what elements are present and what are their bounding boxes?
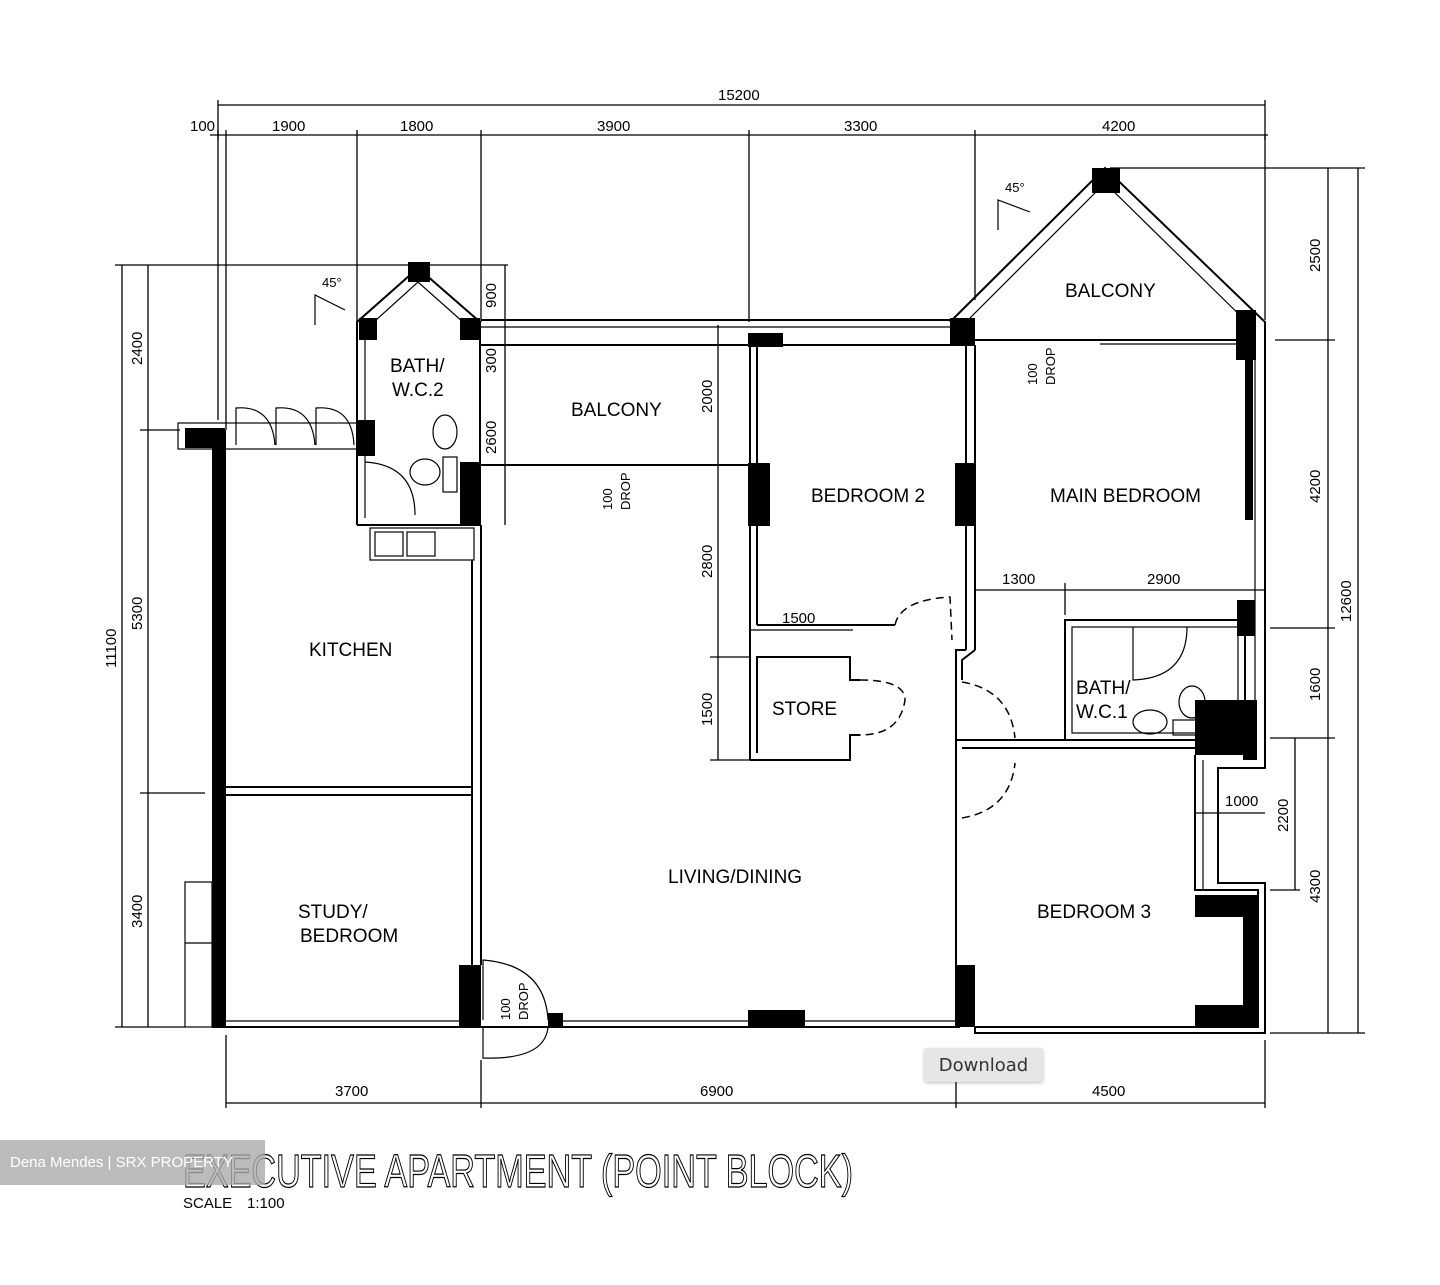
dimension-labels: 15200 100 1900 1800 3900 3300 4200 11100… — [103, 87, 1355, 1100]
dim-interior: 1500 — [699, 693, 716, 726]
dim-top: 3900 — [597, 118, 630, 135]
room-kitchen: KITCHEN — [309, 640, 392, 661]
dim-interior: 2000 — [699, 380, 716, 413]
drop-value: 100 — [600, 488, 615, 510]
dim-right: 4300 — [1307, 870, 1324, 903]
dim-left: 2400 — [129, 332, 146, 365]
dim-right-total: 12600 — [1338, 580, 1355, 622]
dim-interior: 2600 — [483, 421, 500, 454]
drop-value: 100 — [1025, 363, 1040, 385]
room-bath-wc2-2: W.C.2 — [392, 380, 444, 401]
dim-top: 1900 — [272, 118, 305, 135]
room-store: STORE — [772, 699, 837, 720]
dim-interior: 1500 — [782, 610, 815, 627]
drop-label: DROP — [618, 472, 633, 510]
drop-label: DROP — [1043, 347, 1058, 385]
dim-top: 100 — [190, 118, 215, 135]
dim-right-inner: 2200 — [1275, 799, 1292, 832]
room-bedroom-2: BEDROOM 2 — [811, 486, 925, 507]
walls — [177, 166, 1266, 1059]
room-bedroom-3: BEDROOM 3 — [1037, 902, 1151, 923]
notes: 100 DROP 100 DROP 100 DROP 45° 45° — [322, 180, 1058, 1020]
room-living-dining: LIVING/DINING — [668, 867, 802, 888]
download-button[interactable]: Download — [924, 1048, 1043, 1082]
room-bath-wc1-2: W.C.1 — [1076, 702, 1128, 723]
dim-top: 3300 — [844, 118, 877, 135]
angle-note: 45° — [322, 275, 342, 290]
dim-top: 4200 — [1102, 118, 1135, 135]
room-balcony-main: BALCONY — [1065, 281, 1156, 302]
dim-left: 5300 — [129, 597, 146, 630]
dim-bottom: 4500 — [1092, 1083, 1125, 1100]
room-main-bedroom: MAIN BEDROOM — [1050, 486, 1201, 507]
dim-interior: 300 — [483, 348, 500, 373]
dim-interior: 1000 — [1225, 793, 1258, 810]
scale-value: 1:100 — [247, 1195, 285, 1212]
dim-bottom: 3700 — [335, 1083, 368, 1100]
room-bath-wc1: BATH/ — [1076, 678, 1131, 699]
drop-label: DROP — [516, 982, 531, 1020]
dim-interior: 2800 — [699, 545, 716, 578]
plan-title: EXECUTIVE APARTMENT (POINT BLOCK) — [183, 1145, 853, 1197]
room-study: STUDY/ — [298, 902, 368, 923]
watermark: Dena Mendes | SRX PROPERTY — [0, 1140, 265, 1185]
dim-left: 3400 — [129, 895, 146, 928]
room-bath-wc2: BATH/ — [390, 356, 445, 377]
room-balcony-front: BALCONY — [571, 400, 662, 421]
drop-value: 100 — [498, 998, 513, 1020]
dim-left-total: 11100 — [103, 629, 120, 669]
dimension-lines — [115, 100, 1365, 1108]
angle-note: 45° — [1005, 180, 1025, 195]
dim-right: 4200 — [1307, 470, 1324, 503]
dim-interior: 900 — [483, 283, 500, 308]
dim-top-total: 15200 — [718, 87, 760, 104]
dim-top: 1800 — [400, 118, 433, 135]
dim-right: 1600 — [1307, 668, 1324, 701]
scale-label: SCALE — [183, 1195, 232, 1212]
dim-interior: 2900 — [1147, 571, 1180, 588]
dim-right: 2500 — [1307, 239, 1324, 272]
room-study-2: BEDROOM — [300, 926, 398, 947]
dim-bottom: 6900 — [700, 1083, 733, 1100]
dim-interior: 1300 — [1002, 571, 1035, 588]
room-labels: BATH/ W.C.2 BALCONY BEDROOM 2 MAIN BEDRO… — [298, 281, 1201, 947]
